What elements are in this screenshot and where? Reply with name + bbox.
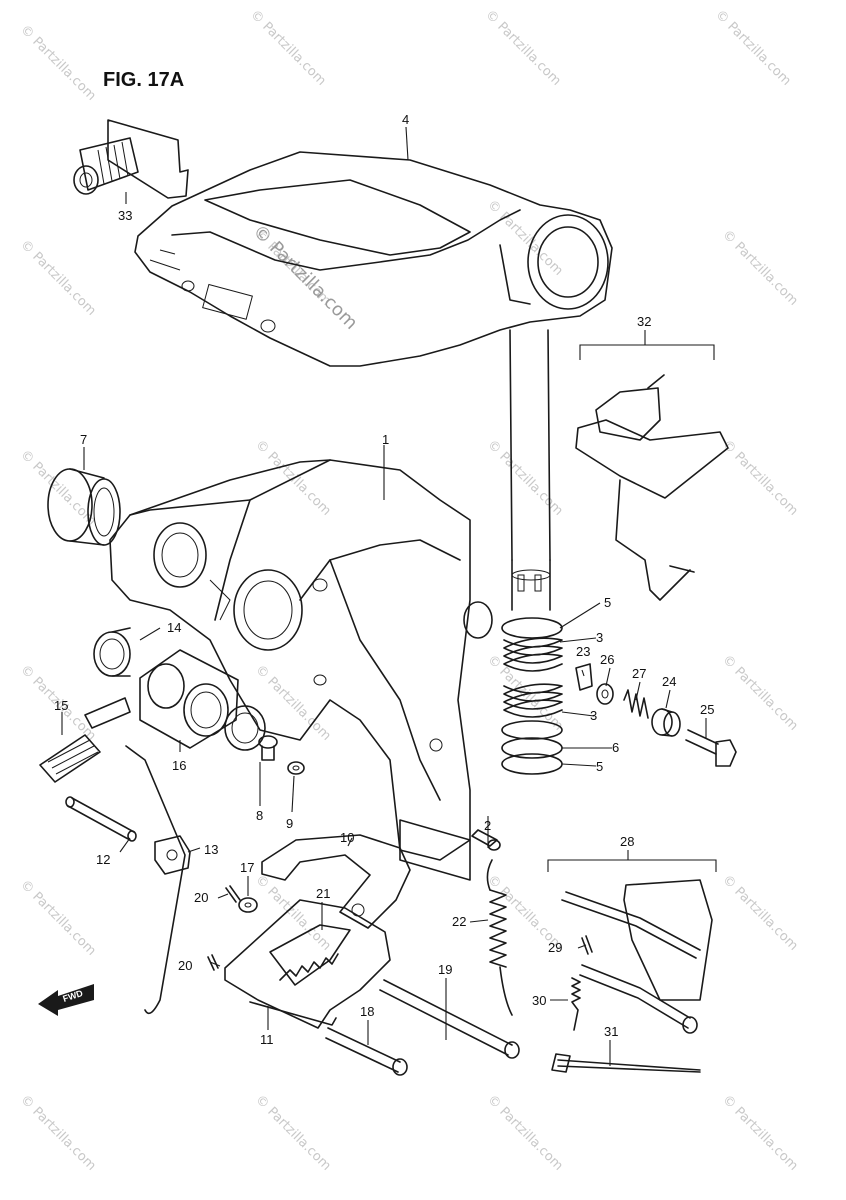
callout-5b: 5 xyxy=(596,759,603,774)
part-30-spring xyxy=(571,977,581,1031)
callout-17: 17 xyxy=(240,860,254,875)
part-20-cotter-pin xyxy=(207,885,241,971)
callout-5a: 5 xyxy=(604,595,611,610)
callout-30: 30 xyxy=(532,993,546,1008)
callout-16: 16 xyxy=(172,758,186,773)
callout-18: 18 xyxy=(360,1004,374,1019)
callout-31: 31 xyxy=(604,1024,618,1039)
part-25-knob xyxy=(685,729,737,767)
callouts: 4 33 32 7 1 5 14 3 23 26 27 24 25 15 3 6… xyxy=(54,112,714,1047)
callout-3b: 3 xyxy=(590,708,597,723)
watermark: © Partzilla.com xyxy=(247,7,329,89)
part-26-washer xyxy=(596,683,614,705)
figure-title: FIG. 17A xyxy=(103,69,184,91)
part-14-bushing xyxy=(93,627,131,677)
callout-26: 26 xyxy=(600,652,614,667)
watermark: © Partzilla.com xyxy=(17,1092,99,1174)
callout-2: 2 xyxy=(484,818,491,833)
part-17-washer xyxy=(238,897,258,913)
callout-10: 10 xyxy=(340,830,354,845)
watermarks: © Partzilla.com © Partzilla.com © Partzi… xyxy=(17,7,801,1174)
watermark: © Partzilla.com xyxy=(719,227,801,309)
part-23-plate xyxy=(575,663,593,691)
part-31-cable-tie xyxy=(551,1053,701,1073)
watermark: © Partzilla.com xyxy=(484,437,566,519)
watermark: © Partzilla.com xyxy=(482,7,564,89)
callout-23: 23 xyxy=(576,644,590,659)
callout-19: 19 xyxy=(438,962,452,977)
callout-6: 6 xyxy=(612,740,619,755)
forward-arrow-icon: FWD xyxy=(38,984,94,1016)
callout-20a: 20 xyxy=(194,890,208,905)
part-27-spring xyxy=(623,689,649,719)
watermark: © Partzilla.com xyxy=(17,22,99,104)
part-4-swivel-arm xyxy=(134,151,613,367)
callout-14: 14 xyxy=(167,620,181,635)
part-22-spring xyxy=(486,859,513,1016)
callout-7: 7 xyxy=(80,432,87,447)
callout-21: 21 xyxy=(316,886,330,901)
callout-11: 11 xyxy=(260,1032,274,1047)
leader-lines xyxy=(61,126,707,1066)
watermark: © Partzilla.com xyxy=(712,7,794,89)
part-32-bracket xyxy=(575,344,729,601)
part-15-pad xyxy=(39,697,131,783)
part-2-grease-nipple xyxy=(471,829,501,851)
part-18-pin xyxy=(325,1027,408,1076)
watermark: © Partzilla.com xyxy=(719,652,801,734)
callout-22: 22 xyxy=(452,914,466,929)
part-13-rod-block xyxy=(125,745,191,1015)
part-7-bushing xyxy=(47,468,121,546)
callout-24: 24 xyxy=(662,674,676,689)
watermark-large: © Partzilla.com xyxy=(248,221,361,334)
watermark: © Partzilla.com xyxy=(252,1092,334,1174)
part-bushing-right xyxy=(224,705,266,751)
watermark: © Partzilla.com xyxy=(719,437,801,519)
part-9-washer xyxy=(287,761,305,775)
callout-20b: 20 xyxy=(178,958,192,973)
part-11-lever-plate xyxy=(224,899,391,1029)
callout-29: 29 xyxy=(548,940,562,955)
part-8-bolt xyxy=(258,735,278,761)
callout-15: 15 xyxy=(54,698,68,713)
callout-12: 12 xyxy=(96,852,110,867)
part-16-clamp-plate xyxy=(139,649,239,749)
part-28-bracket xyxy=(547,859,717,1034)
part-21-spring xyxy=(279,953,339,981)
watermark: © Partzilla.com xyxy=(484,1092,566,1174)
watermark: © Partzilla.com xyxy=(17,877,99,959)
watermark: © Partzilla.com xyxy=(484,197,566,279)
part-29-pin xyxy=(581,935,593,955)
part-24-bushing xyxy=(651,708,681,737)
callout-9: 9 xyxy=(286,816,293,831)
callout-27: 27 xyxy=(632,666,646,681)
watermark: © Partzilla.com xyxy=(719,872,801,954)
callout-33: 33 xyxy=(118,208,132,223)
part-12-pin xyxy=(65,796,137,842)
swivel-shaft xyxy=(509,329,551,611)
callout-4: 4 xyxy=(402,112,409,127)
callout-13: 13 xyxy=(204,842,218,857)
callout-3a: 3 xyxy=(596,630,603,645)
part-33-tiller-holder xyxy=(73,119,189,199)
callout-32: 32 xyxy=(637,314,651,329)
watermark: © Partzilla.com xyxy=(719,1092,801,1174)
watermark: © Partzilla.com xyxy=(17,447,99,529)
callout-1: 1 xyxy=(382,432,389,447)
part-1-swivel-bracket xyxy=(109,459,493,881)
callout-8: 8 xyxy=(256,808,263,823)
watermark: © Partzilla.com xyxy=(17,237,99,319)
part-19-shaft xyxy=(379,979,520,1059)
callout-25: 25 xyxy=(700,702,714,717)
callout-28: 28 xyxy=(620,834,634,849)
